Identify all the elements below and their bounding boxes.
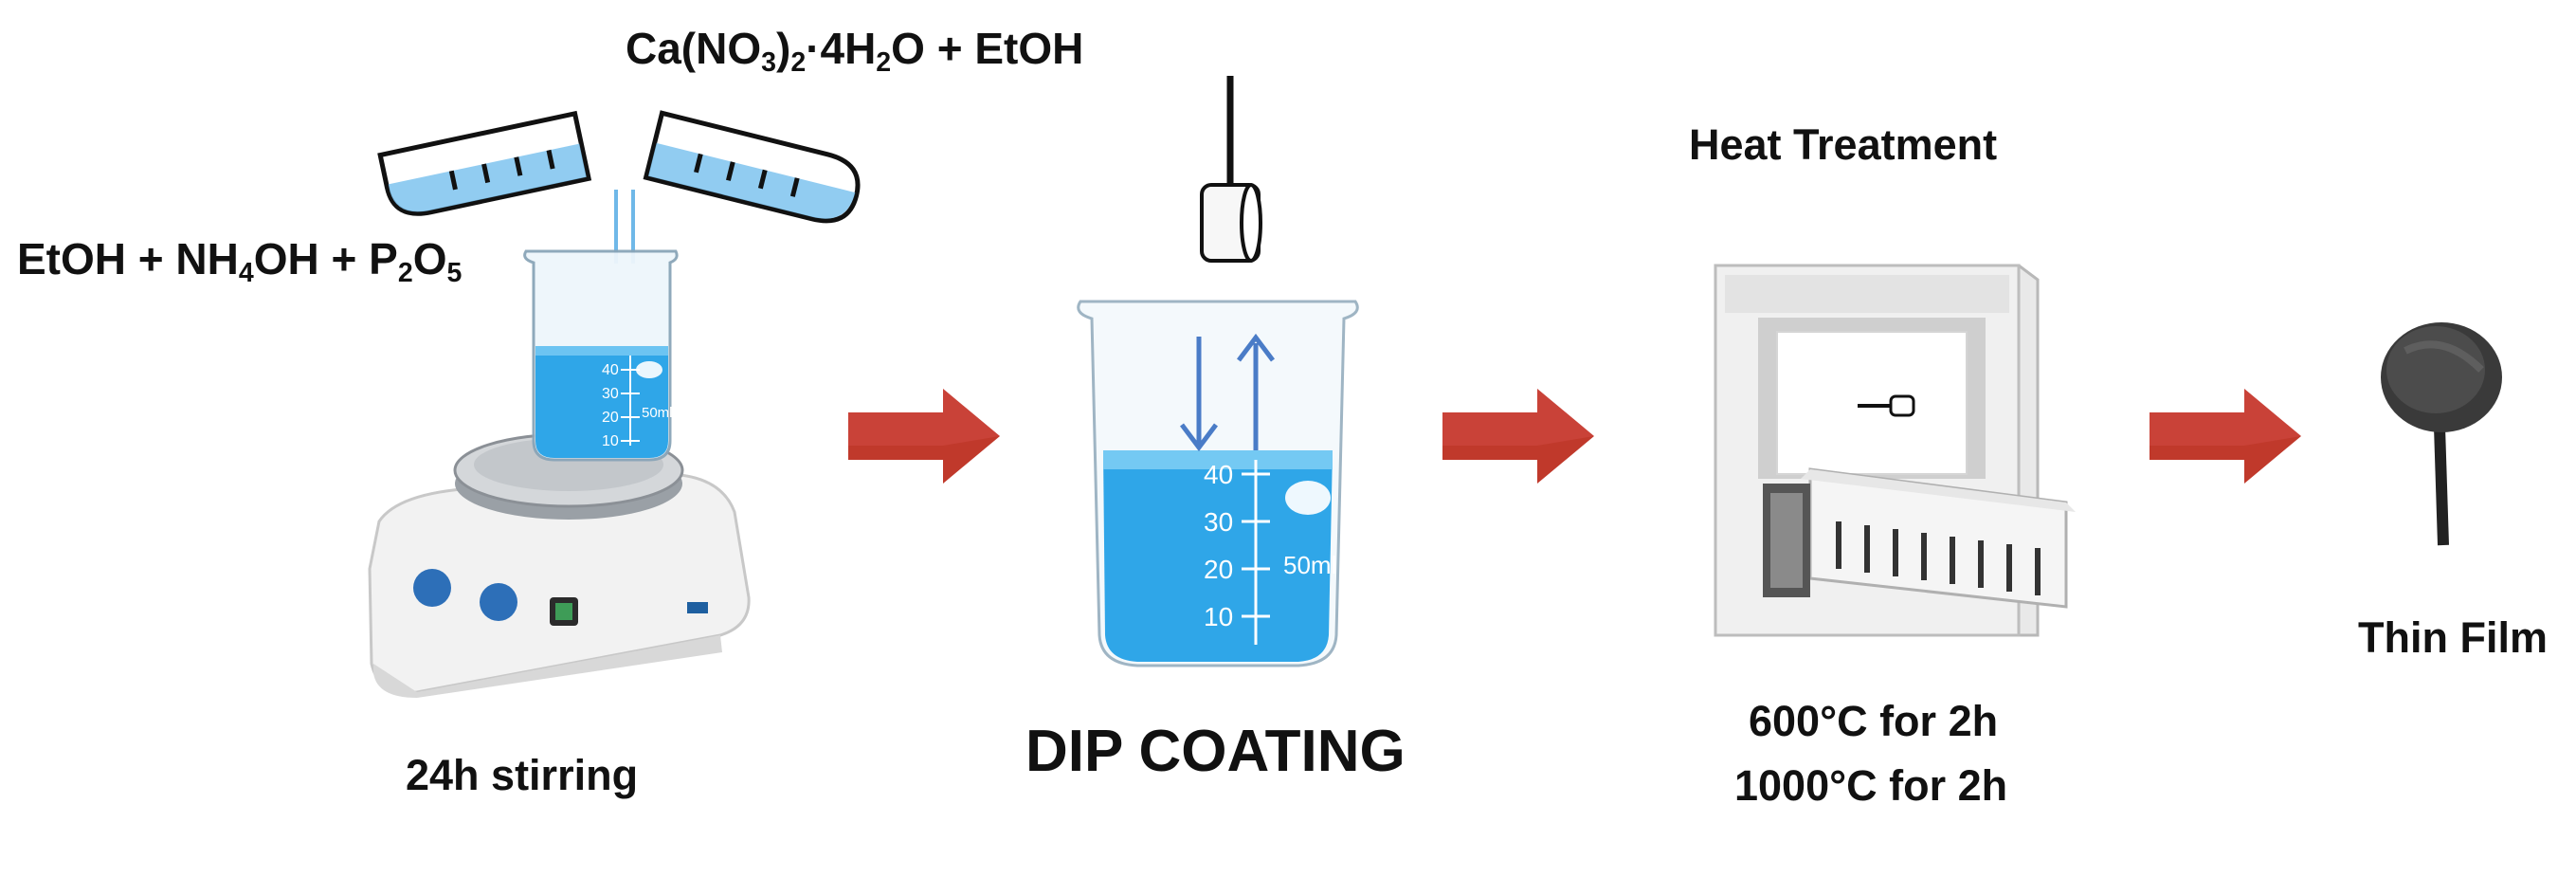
dip-holder <box>1200 76 1262 263</box>
beaker-large-mark-10: 10 <box>1204 602 1233 631</box>
stirring-label: 24h stirring <box>406 751 639 799</box>
beaker-large: 40 30 20 10 50ml <box>1077 300 1359 667</box>
process-arrow-1 <box>848 389 1000 484</box>
thin-film-label: Thin Film <box>2358 613 2548 662</box>
magnetic-stirrer <box>368 432 751 698</box>
beaker-small-mark-40: 40 <box>602 362 619 378</box>
beaker-small-mark-20: 20 <box>602 410 619 426</box>
reagent-label-calcium-nitrate: Ca(NO3)2·4H2O + EtOH <box>626 24 1084 78</box>
beaker-large-mark-30: 30 <box>1204 507 1233 537</box>
process-arrow-3 <box>2150 389 2301 484</box>
beaker-large-mark-20: 20 <box>1204 555 1233 584</box>
beaker-small-volume: 50ml <box>642 405 673 421</box>
temperature-label-600: 600°C for 2h <box>1749 697 1999 745</box>
furnace <box>1714 264 2076 637</box>
dip-direction-arrows <box>1180 333 1275 452</box>
thin-film-sample <box>2381 322 2502 546</box>
test-tube-right <box>643 110 861 224</box>
beaker-small: 40 30 20 10 50ml <box>523 249 679 462</box>
beaker-large-mark-40: 40 <box>1204 460 1233 489</box>
beaker-small-mark-10: 10 <box>602 433 619 449</box>
temperature-label-1000: 1000°C for 2h <box>1734 761 2008 810</box>
test-tube-left <box>377 110 592 216</box>
beaker-large-volume: 50ml <box>1283 551 1336 579</box>
heat-treatment-label: Heat Treatment <box>1689 120 1998 169</box>
process-arrow-2 <box>1442 389 1594 484</box>
reagent-label-phosphorus: EtOH + NH4OH + P2O5 <box>17 234 463 288</box>
dip-coating-label: DIP COATING <box>1025 719 1406 784</box>
beaker-small-mark-30: 30 <box>602 386 619 402</box>
